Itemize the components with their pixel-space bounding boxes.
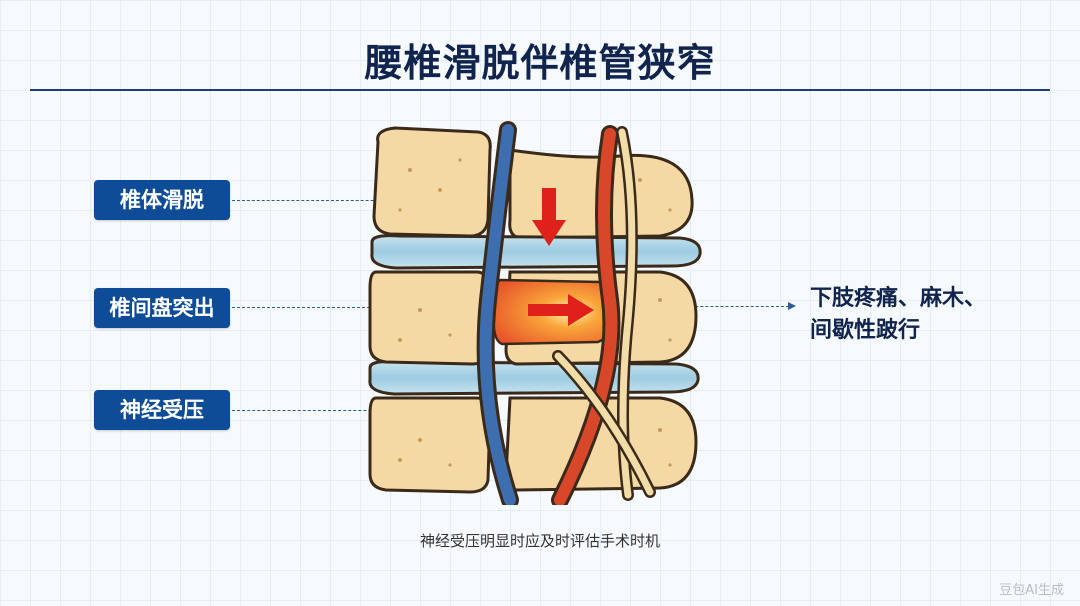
watermark-text: 豆包AI生成 [999,583,1064,598]
leader-line-vertebra-slip [232,200,428,201]
caption-text: 神经受压明显时应及时评估手术时机 [419,532,660,550]
label-vertebra-slip: 椎体滑脱 [94,180,230,220]
disc-upper [370,234,702,270]
right-arrow-icon [528,294,594,326]
symptom-line-1: 下肢疼痛、麻木、 [810,286,987,311]
nerve-red [554,128,618,505]
leader-line-nerve-compression [232,410,422,411]
leader-arrowhead-symptom [788,302,796,310]
vertebra-bottom [368,396,698,494]
spine-illustration [368,121,702,505]
symptom-text: 下肢疼痛、麻木、 间歇性跛行 [810,283,1060,347]
symptom-line-2: 间歇性跛行 [810,318,921,343]
label-nerve-compression: 神经受压 [94,390,230,430]
label-disc-herniation: 椎间盘突出 [94,288,230,328]
down-arrow-icon [532,188,566,246]
leader-line-symptom [655,306,789,307]
nerve-root-branch [554,352,654,496]
page-title: 腰椎滑脱伴椎管狭窄 [364,41,716,85]
disc-lower [368,360,700,396]
bone-texture [398,158,672,467]
nerve-blue [479,124,516,505]
title-divider [30,89,1050,91]
leader-line-disc-herniation [232,307,420,308]
